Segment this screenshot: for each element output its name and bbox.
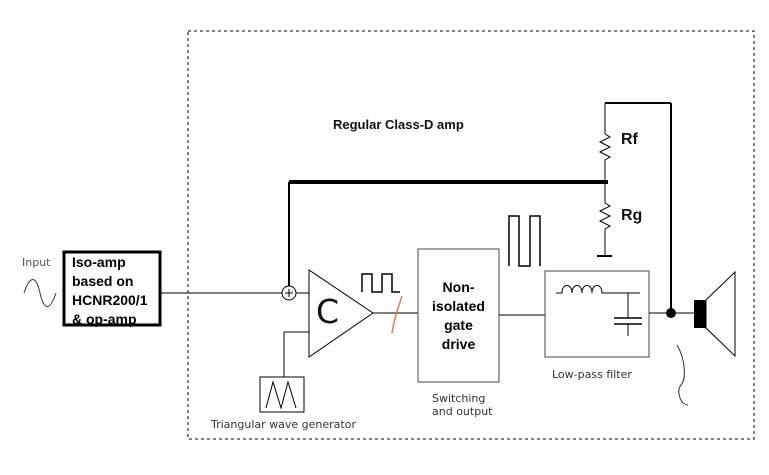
iso-amp-line-4: & op-amp (72, 311, 137, 327)
gate-drive-line-1: Non- (442, 279, 475, 295)
speaker-icon (705, 270, 736, 358)
triangle-generator-label: Triangular wave generator (211, 418, 356, 431)
signal-mark (391, 295, 403, 334)
comparator-label: C (316, 292, 340, 331)
gate-drive-line-3: gate (444, 317, 473, 333)
inductor-icon (556, 285, 640, 294)
comparator-triangle (308, 269, 374, 358)
class-d-title: Regular Class-D amp (333, 117, 464, 132)
iso-amp-box (62, 250, 162, 327)
gate-drive-line-2: isolated (432, 298, 485, 314)
rf-resistor (598, 133, 612, 161)
low-pass-filter-label: Low-pass filter (552, 368, 632, 381)
iso-amp-line-1: Iso-amp (72, 254, 126, 270)
input-sine-icon (23, 279, 57, 307)
switching-wave-icon (508, 215, 541, 267)
rg-label: Rg (621, 207, 643, 224)
gate-drive-box (417, 248, 500, 383)
input-label: Input (22, 256, 51, 269)
pwm-wave-icon (361, 273, 400, 293)
gate-drive-label: Non- isolated gate drive (418, 278, 499, 354)
switching-label: Switching and output (432, 392, 492, 418)
class-d-boundary (187, 30, 755, 440)
gate-drive-line-4: drive (441, 336, 476, 352)
iso-amp-line-3: HCNR200/1 (72, 292, 148, 308)
speaker-magnet (694, 300, 706, 328)
output-sine-icon (676, 344, 689, 406)
triangle-wave-icon (265, 380, 297, 410)
switching-line-2: and output (432, 405, 493, 418)
low-pass-filter-box (544, 270, 650, 358)
rf-label: Rf (621, 131, 638, 148)
switching-line-1: Switching (432, 392, 486, 405)
iso-amp-label: Iso-amp based on HCNR200/1 & op-amp (72, 253, 147, 329)
iso-amp-line-2: based on (72, 273, 134, 289)
rg-resistor (598, 202, 612, 230)
